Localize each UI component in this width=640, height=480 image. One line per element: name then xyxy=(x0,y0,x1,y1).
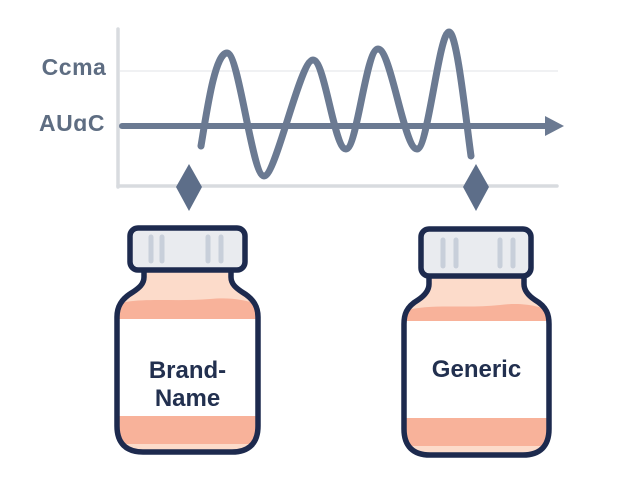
bottle-brand-bottom-band xyxy=(117,416,258,444)
bottle-generic-cap-ridges xyxy=(440,237,516,269)
cmax-axis-label: Ccma xyxy=(41,54,107,80)
bottle-generic-liquid-band xyxy=(404,303,549,322)
diamond-marker-icon-right xyxy=(463,164,489,211)
bottle-brand-cap xyxy=(127,225,248,273)
diamond-marker-icon-left xyxy=(176,164,202,211)
bottle-generic-bottom-band xyxy=(404,418,549,446)
bottle-brand-outline xyxy=(114,264,261,455)
right-arrow-icon xyxy=(545,116,564,136)
brand-bottle-label: Brand-Name xyxy=(148,357,227,412)
bottle-brand-label-area xyxy=(117,319,258,416)
bottle-brand-cap-ridges xyxy=(148,234,224,264)
bottle-brand-liquid-band xyxy=(117,298,258,320)
bottle-generic-cap xyxy=(418,226,534,279)
bottle-generic-outline xyxy=(401,271,552,458)
concentration-wave xyxy=(197,28,475,180)
bottle-brand xyxy=(114,225,261,455)
bottle-generic-label-area xyxy=(404,321,549,418)
bottle-generic xyxy=(401,226,552,458)
pk-chart xyxy=(116,27,564,211)
generic-bottle-label: Generic xyxy=(431,356,522,383)
auc-axis-label: AUɑC xyxy=(39,110,105,136)
